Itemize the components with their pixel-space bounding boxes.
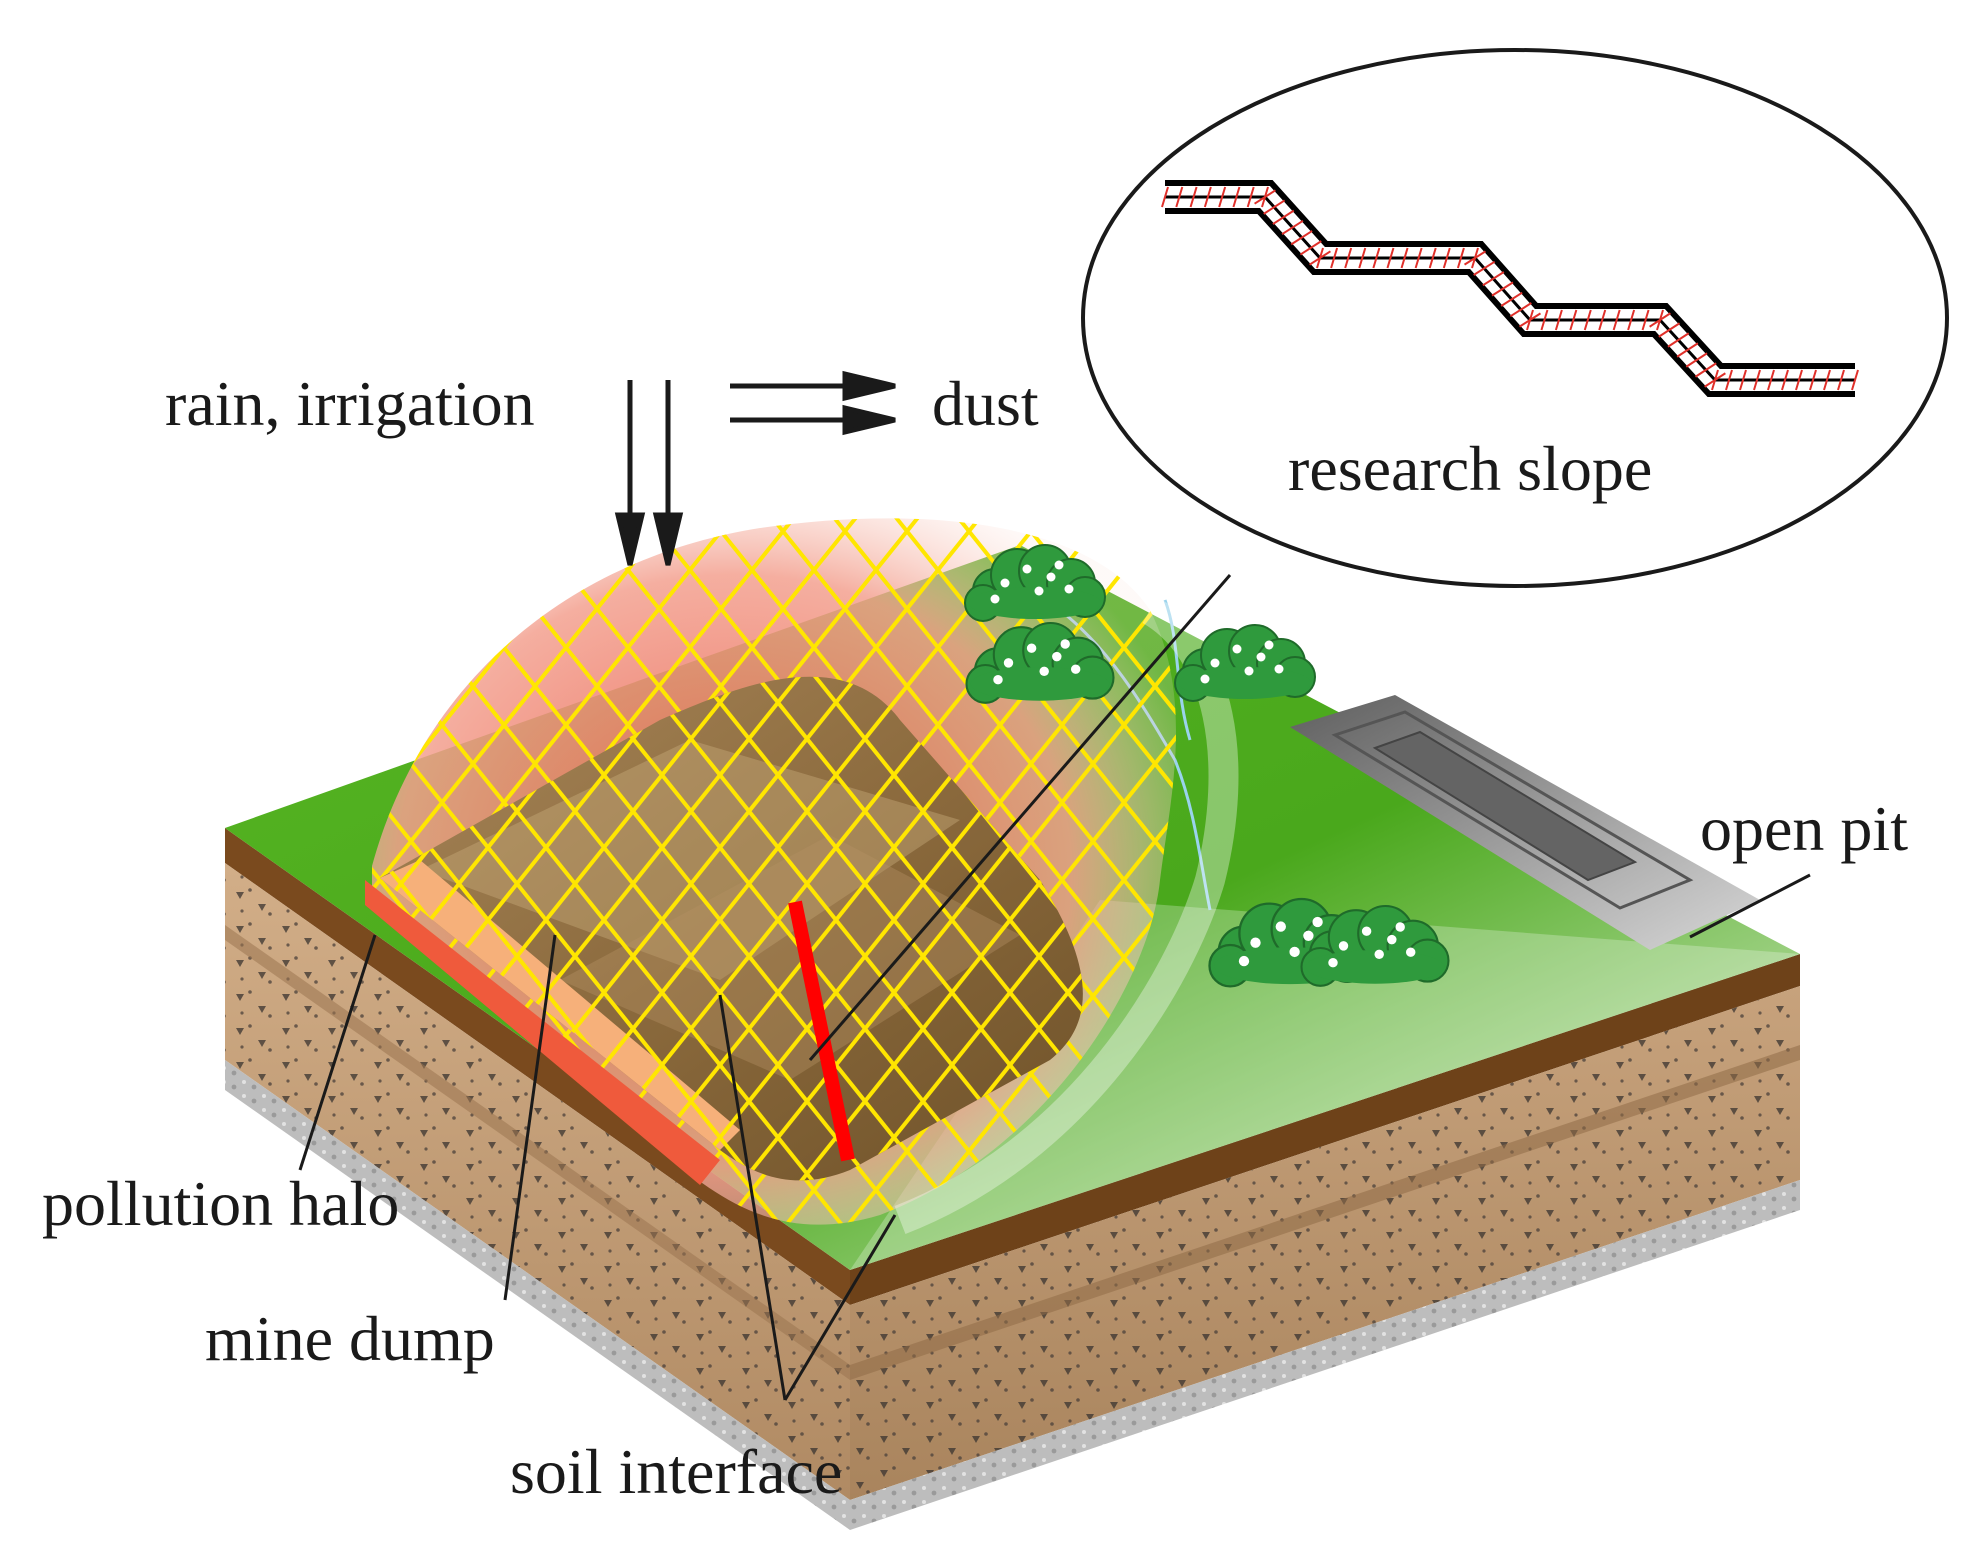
front-face-bedrock — [225, 1060, 850, 1530]
label-mine-dump: mine dump — [205, 1303, 495, 1374]
dust-arrows — [730, 370, 896, 436]
arrow-icon — [652, 512, 684, 566]
label-dust: dust — [932, 368, 1039, 439]
right-face-soil-dots — [850, 986, 1800, 1500]
leader-lines — [298, 873, 1811, 1401]
label-pollution-halo: pollution halo — [42, 1168, 399, 1239]
front-face-soil-dots — [225, 863, 850, 1500]
label-open-pit: open pit — [1700, 793, 1908, 864]
soil-block — [225, 828, 1800, 1530]
right-face-bedrock — [850, 1180, 1800, 1530]
arrow-icon — [842, 370, 896, 402]
label-rain-irrigation: rain, irrigation — [165, 368, 535, 439]
shrub-icon — [1174, 624, 1316, 702]
right-face-topsoil — [850, 954, 1800, 1305]
label-soil-interface: soil interface — [510, 1436, 842, 1507]
rain-arrows — [614, 380, 684, 566]
shrub-icon — [1300, 904, 1450, 987]
research-slope-inset — [808, 48, 1949, 1061]
arrow-icon — [842, 404, 896, 436]
arrow-icon — [614, 512, 646, 566]
open-pit — [1290, 695, 1760, 950]
shrub-icon — [964, 544, 1106, 622]
shrub-icon — [965, 621, 1115, 704]
label-research-slope: research slope — [1288, 433, 1652, 504]
research-slope-marker — [788, 900, 855, 1162]
